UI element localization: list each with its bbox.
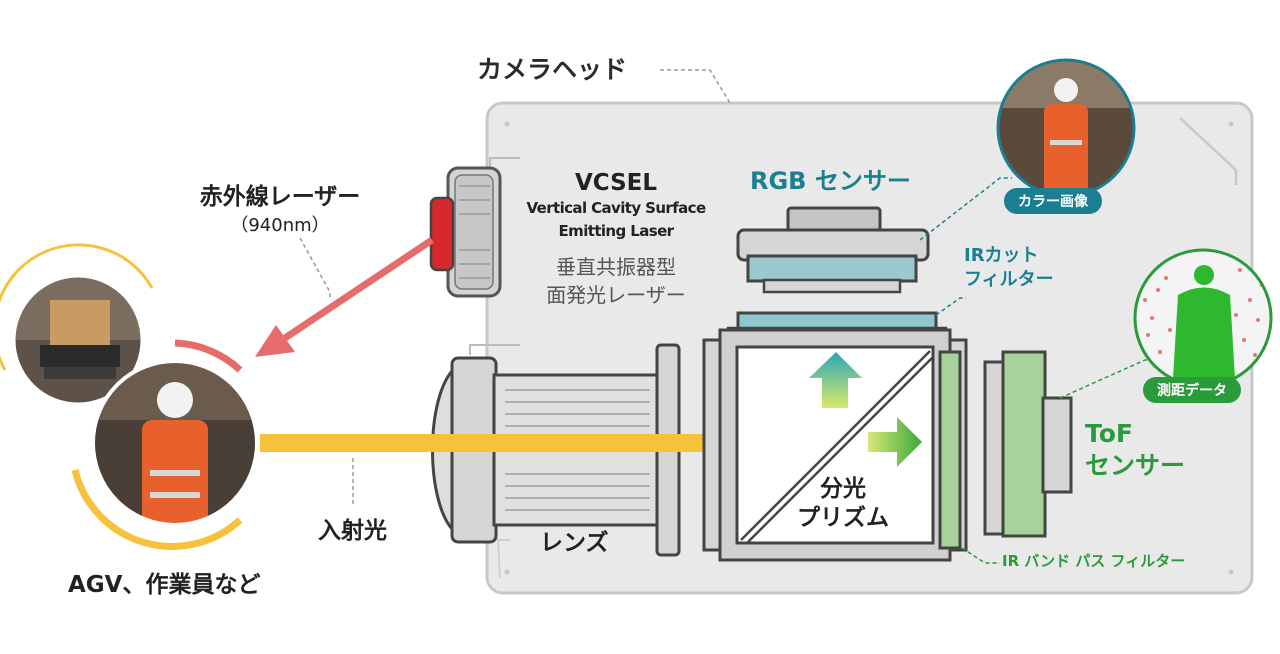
incident-light-label: 入射光 xyxy=(318,518,387,544)
ir-laser-label: 赤外線レーザー xyxy=(199,184,361,210)
ir-laser-wavelength: （940nm） xyxy=(230,215,330,236)
rgb-sensor-label: RGB センサー xyxy=(750,167,911,195)
targets-label: AGV、作業員など xyxy=(68,572,261,598)
camera-head-label: カメラヘッド xyxy=(477,55,628,84)
agv-photo xyxy=(14,276,142,404)
tof-sensor xyxy=(983,350,1073,538)
vcsel-emitter xyxy=(429,196,455,272)
vcsel-module xyxy=(429,157,520,298)
ir-cut-label-line2: フィルター xyxy=(964,269,1054,290)
right-arrow-icon xyxy=(868,417,922,467)
camera-head-leader xyxy=(660,69,731,104)
ir-cut-label-line1: IRカット xyxy=(964,245,1039,266)
ir-bandpass-label: IR バンド パス フィルター xyxy=(1002,552,1186,570)
prism-label-line2: プリズム xyxy=(797,505,889,531)
tof-label-line2: センサー xyxy=(1085,451,1186,480)
prism-label-line1: 分光 xyxy=(820,476,866,502)
vcsel-japanese-line1: 垂直共振器型 xyxy=(556,255,676,279)
bandpass-leader xyxy=(961,547,1000,564)
rgb-sensor xyxy=(736,206,930,294)
laser-leader xyxy=(299,237,331,300)
worker-photo xyxy=(93,361,257,525)
depth-data-badge: 測距データ xyxy=(1143,377,1241,403)
vcsel-english-line1: Vertical Cavity Surface xyxy=(526,199,706,217)
ir-laser-beam xyxy=(255,237,434,357)
target-group xyxy=(0,243,259,550)
vcsel-title: VCSEL xyxy=(574,170,658,196)
prism xyxy=(702,328,968,562)
tof-label-line1: ToF xyxy=(1085,419,1133,448)
color-image-photo xyxy=(996,58,1136,198)
vcsel-english-line2: Emitting Laser xyxy=(558,222,675,240)
vcsel-japanese-line2: 面発光レーザー xyxy=(546,283,686,307)
ir-bandpass-filter xyxy=(938,350,962,550)
ir-cut-leader xyxy=(935,297,966,316)
depth-point-cloud xyxy=(1133,248,1273,388)
up-arrow-icon xyxy=(809,352,862,408)
rgb-leader xyxy=(919,177,1012,241)
lens-label: レンズ xyxy=(540,530,609,556)
color-image-badge: カラー画像 xyxy=(1004,188,1102,214)
